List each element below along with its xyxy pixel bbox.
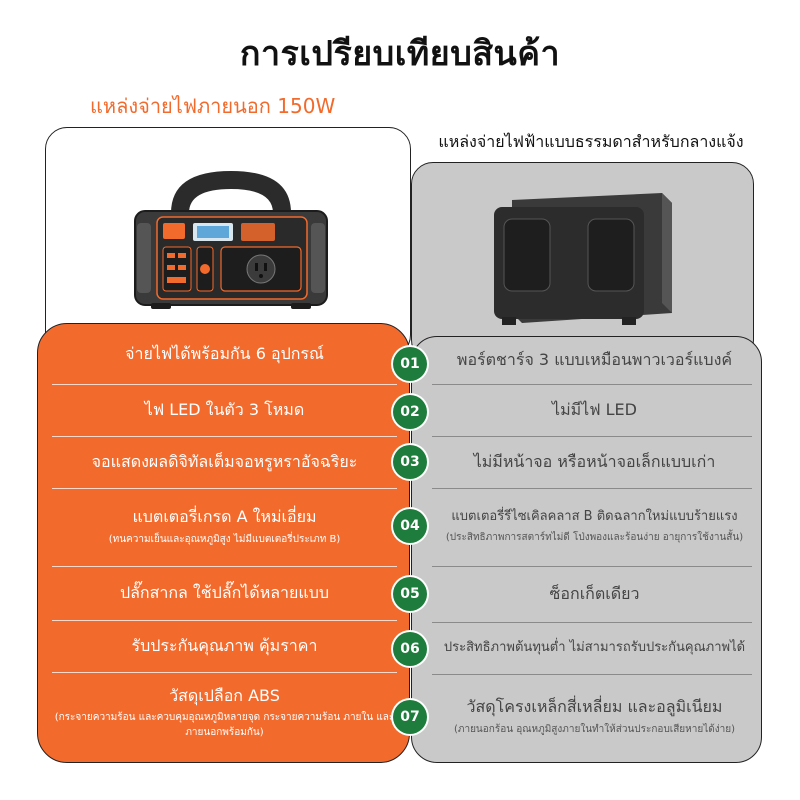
right-feature-row-2: ไม่มีไฟ LED [412, 384, 761, 436]
number-badge: 03 [393, 445, 427, 479]
feature-text: ซ็อกเก็ตเดียว [549, 583, 640, 603]
feature-text: แบตเตอรี่รีไซเคิลคลาส B ติดฉลากใหม่แบบร้… [451, 509, 738, 525]
divider [432, 566, 752, 567]
divider [432, 436, 752, 437]
right-product-heading: แหล่งจ่ายไฟฟ้าแบบธรรมดาสำหรับกลางแจ้ง [438, 132, 744, 151]
feature-text: ประสิทธิภาพต้นทุนต่ำ ไม่สามารถรับประกันค… [443, 639, 746, 655]
right-feature-row-7: วัสดุโครงเหล็กสี่เหลี่ยม และอลูมิเนียม (… [412, 674, 761, 760]
feature-text: ไฟ LED ในตัว 3 โหมด [144, 399, 305, 419]
left-product-heading: แหล่งจ่ายไฟภายนอก 150W [90, 94, 336, 118]
left-feature-row-3: จอแสดงผลดิจิทัลเต็มจอหรูหราอัจฉริยะ [38, 436, 409, 488]
feature-text: จอแสดงผลดิจิทัลเต็มจอหรูหราอัจฉริยะ [91, 451, 358, 471]
number-badge: 01 [393, 347, 427, 381]
left-feature-row-4: แบตเตอรี่เกรด A ใหม่เอี่ยม (ทนความเย็นแล… [38, 488, 409, 566]
power-station-image [134, 171, 328, 309]
feature-text: วัสดุโครงเหล็กสี่เหลี่ยม และอลูมิเนียม [466, 697, 723, 717]
number-badge: 06 [393, 632, 427, 666]
left-feature-row-5: ปลั๊กสากล ใช้ปลั๊กได้หลายแบบ [38, 566, 409, 620]
number-badge: 04 [393, 509, 427, 543]
right-feature-row-1: พอร์ตชาร์จ 3 แบบเหมือนพาวเวอร์แบงค์ [412, 337, 761, 384]
feature-subtext: (ทนความเย็นและอุณหภูมิสูง ไม่มีแบตเตอรี่… [108, 533, 341, 545]
left-feature-row-6: รับประกันคุณภาพ คุ้มราคา [38, 620, 409, 672]
feature-subtext: (กระจายความร้อน และควบคุมอุณหภูมิหลายจุด… [54, 712, 395, 739]
divider [52, 384, 397, 385]
feature-text: แบตเตอรี่เกรด A ใหม่เอี่ยม [132, 507, 317, 527]
divider [52, 488, 397, 489]
feature-text: ไม่มีหน้าจอ หรือหน้าจอเล็กแบบเก่า [473, 451, 716, 471]
right-feature-row-3: ไม่มีหน้าจอ หรือหน้าจอเล็กแบบเก่า [412, 436, 761, 488]
left-feature-row-1: จ่ายไฟได้พร้อมกัน 6 อุปกรณ์ [38, 324, 409, 384]
feature-text: จ่ายไฟได้พร้อมกัน 6 อุปกรณ์ [125, 343, 324, 363]
page-title: การเปรียบเทียบสินค้า [239, 34, 561, 74]
right-feature-row-5: ซ็อกเก็ตเดียว [412, 566, 761, 622]
divider [432, 674, 752, 675]
number-badge: 02 [393, 395, 427, 429]
divider [52, 620, 397, 621]
feature-subtext: (ภายนอกร้อน อุณหภูมิสูงภายในทำให้ส่วนประ… [453, 723, 736, 735]
generic-power-box-image [494, 193, 672, 325]
left-product-card [45, 127, 411, 357]
left-feature-panel: จ่ายไฟได้พร้อมกัน 6 อุปกรณ์ ไฟ LED ในตัว… [37, 323, 410, 763]
number-badge: 07 [393, 700, 427, 734]
right-product-card [411, 162, 754, 362]
feature-text: รับประกันคุณภาพ คุ้มราคา [131, 635, 318, 655]
divider [432, 384, 752, 385]
number-badge: 05 [393, 577, 427, 611]
divider [52, 566, 397, 567]
right-feature-row-4: แบตเตอรี่รีไซเคิลคลาส B ติดฉลากใหม่แบบร้… [412, 488, 761, 566]
divider [52, 672, 397, 673]
left-feature-row-7: วัสดุเปลือก ABS (กระจายความร้อน และควบคุ… [38, 672, 409, 754]
feature-text: ปลั๊กสากล ใช้ปลั๊กได้หลายแบบ [119, 582, 330, 602]
feature-text: ไม่มีไฟ LED [552, 399, 637, 419]
right-feature-panel: พอร์ตชาร์จ 3 แบบเหมือนพาวเวอร์แบงค์ ไม่ม… [411, 336, 762, 763]
feature-text: วัสดุเปลือก ABS [169, 685, 280, 705]
left-feature-row-2: ไฟ LED ในตัว 3 โหมด [38, 384, 409, 436]
divider [432, 488, 752, 489]
feature-subtext: (ประสิทธิภาพการสตาร์ทไม่ดี โป่งพองและร้อ… [445, 531, 744, 543]
right-feature-row-6: ประสิทธิภาพต้นทุนต่ำ ไม่สามารถรับประกันค… [412, 622, 761, 674]
feature-text: พอร์ตชาร์จ 3 แบบเหมือนพาวเวอร์แบงค์ [456, 350, 733, 370]
divider [432, 622, 752, 623]
divider [52, 436, 397, 437]
